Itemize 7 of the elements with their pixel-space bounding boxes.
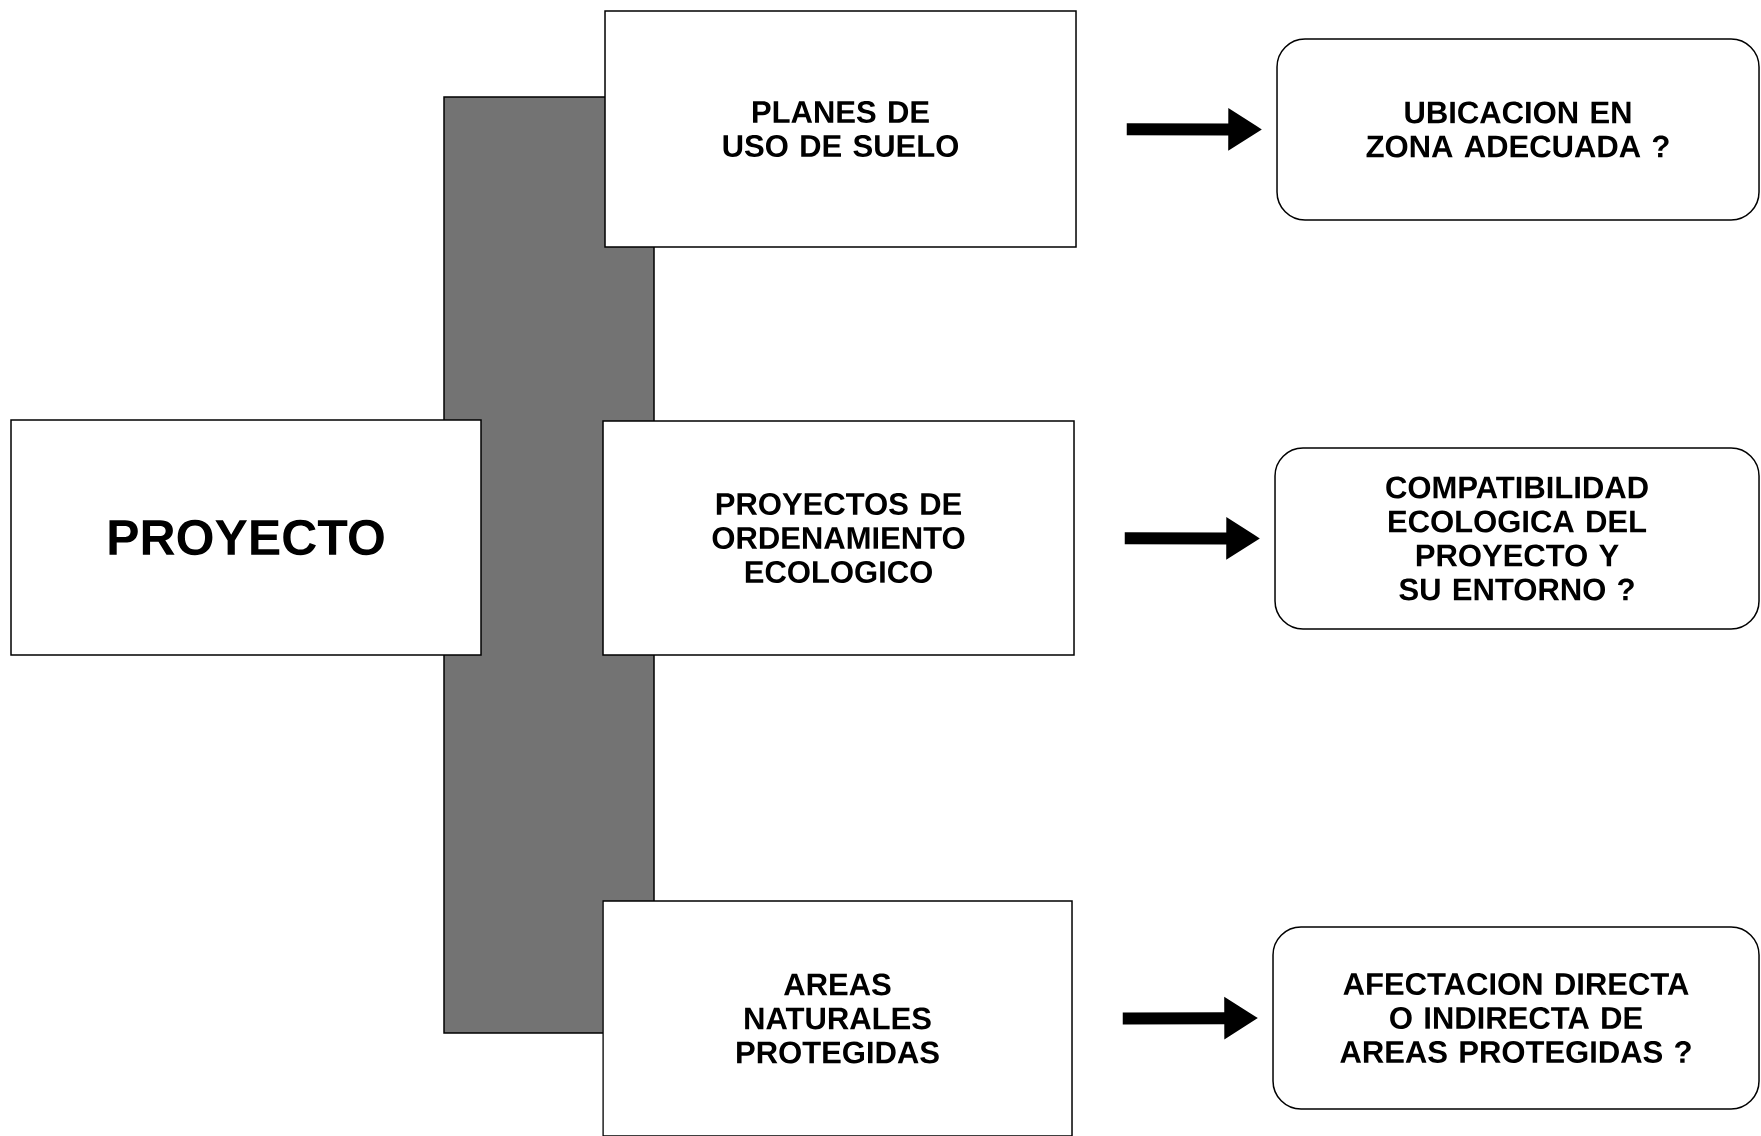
- process-box: AREAS NATURALES PROTEGIDAS: [602, 900, 1073, 1136]
- question-box: COMPATIBILIDAD ECOLOGICA DEL PROYECTO Y SU ENTORNO ?: [1274, 447, 1760, 630]
- question-box: AFECTACION DIRECTA O INDIRECTA DE AREAS PROTEGIDAS ?: [1272, 926, 1760, 1110]
- process-box: PROYECTOS DE ORDENAMIENTO ECOLOGICO: [602, 420, 1075, 656]
- process-box: PLANES DE USO DE SUELO: [604, 10, 1077, 248]
- process-box: PROYECTO: [10, 419, 482, 656]
- question-box: UBICACION EN ZONA ADECUADA ?: [1276, 38, 1760, 221]
